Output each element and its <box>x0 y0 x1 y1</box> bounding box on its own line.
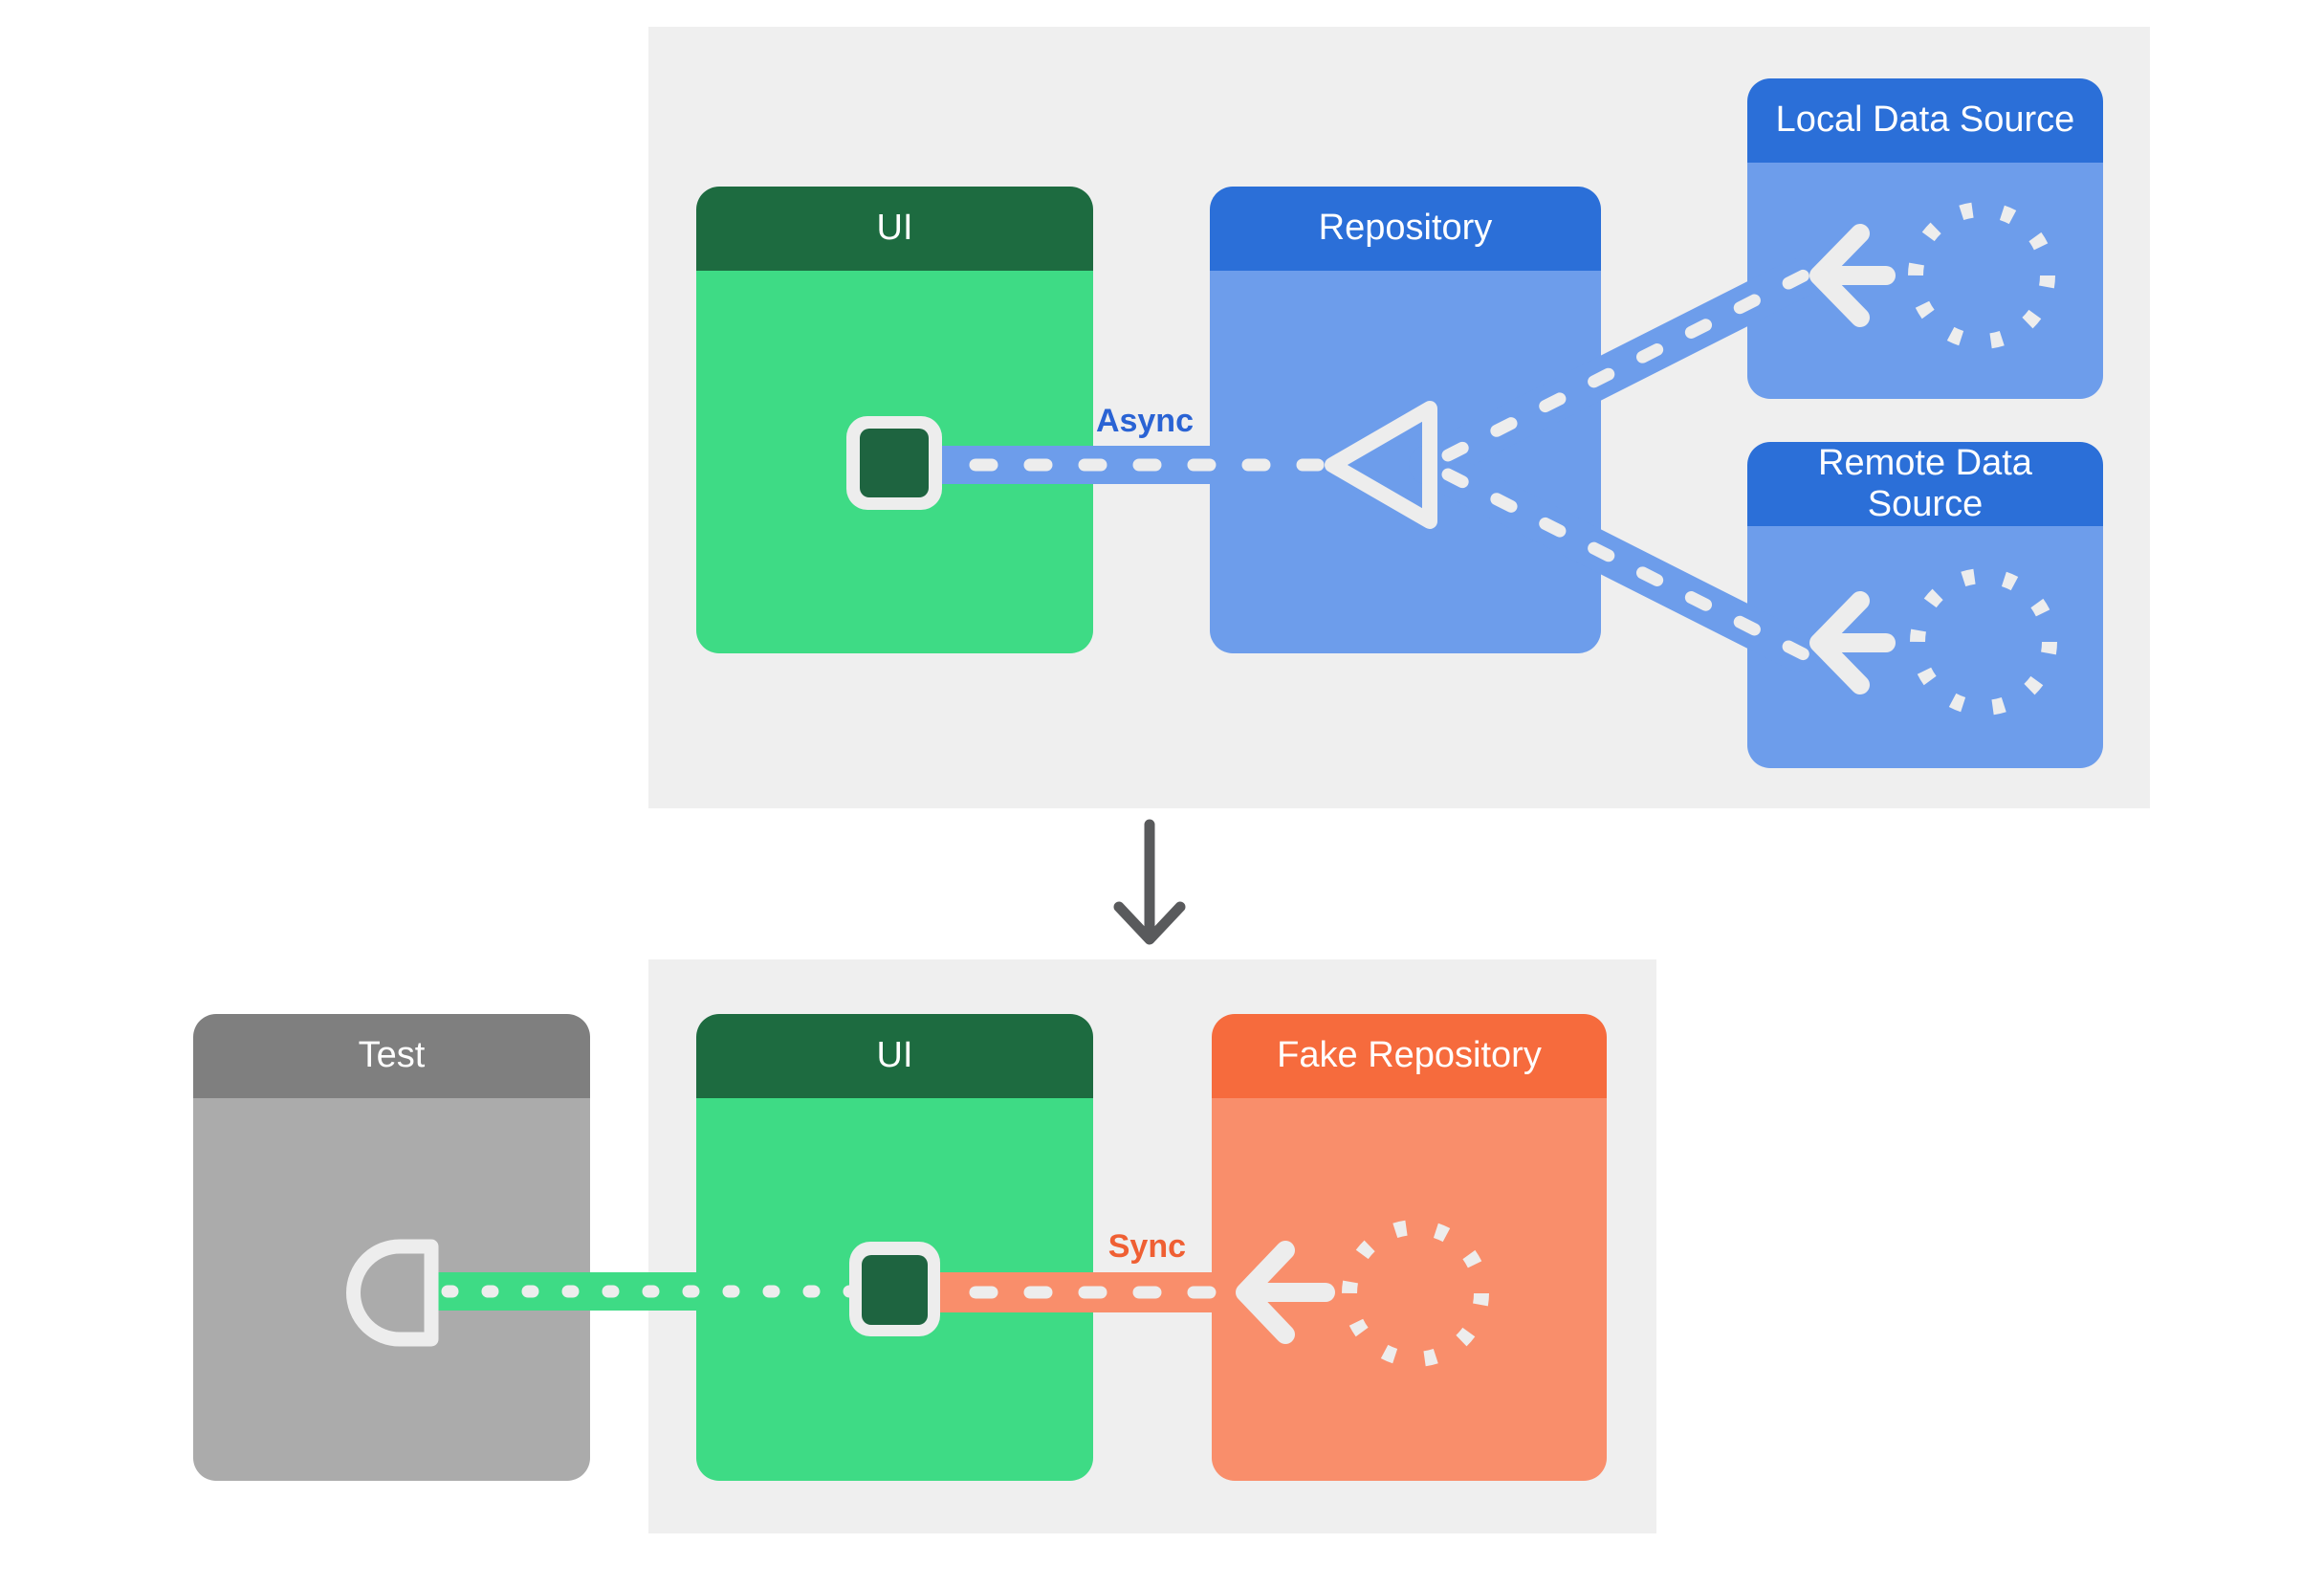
test-box-header: Test <box>193 1014 590 1098</box>
ui-box-after-title: UI <box>876 1035 913 1076</box>
repository-box-header: Repository <box>1210 187 1601 271</box>
local-data-source-header: Local Data Source <box>1747 78 2103 163</box>
ui-box-before-title: UI <box>876 208 913 249</box>
async-label: Async <box>1095 403 1194 439</box>
remote-data-source-header: Remote Data Source <box>1747 442 2103 526</box>
local-data-source-body <box>1747 163 2103 399</box>
test-box-title: Test <box>358 1035 426 1076</box>
fake-repository-body <box>1212 1098 1607 1481</box>
fake-repository-title: Fake Repository <box>1277 1035 1542 1076</box>
remote-data-source-body <box>1747 526 2103 768</box>
test-box-body <box>193 1098 590 1481</box>
local-data-source-title: Local Data Source <box>1775 99 2075 141</box>
repository-box-body <box>1210 271 1601 653</box>
ui-box-after-body <box>696 1098 1093 1481</box>
ui-box-after-header: UI <box>696 1014 1093 1098</box>
fake-repository-box: Fake Repository <box>1212 1014 1607 1481</box>
ui-box-before-body <box>696 271 1093 653</box>
remote-data-source-title: Remote Data Source <box>1818 442 2032 524</box>
down-arrow-head <box>1113 901 1186 945</box>
repository-box: Repository <box>1210 187 1601 653</box>
remote-data-source-box: Remote Data Source <box>1747 442 2103 768</box>
ui-box-before-header: UI <box>696 187 1093 271</box>
local-data-source-box: Local Data Source <box>1747 78 2103 399</box>
sync-label: Sync <box>1107 1228 1186 1265</box>
fake-repository-header: Fake Repository <box>1212 1014 1607 1098</box>
test-box: Test <box>193 1014 590 1481</box>
repository-box-title: Repository <box>1318 208 1493 249</box>
